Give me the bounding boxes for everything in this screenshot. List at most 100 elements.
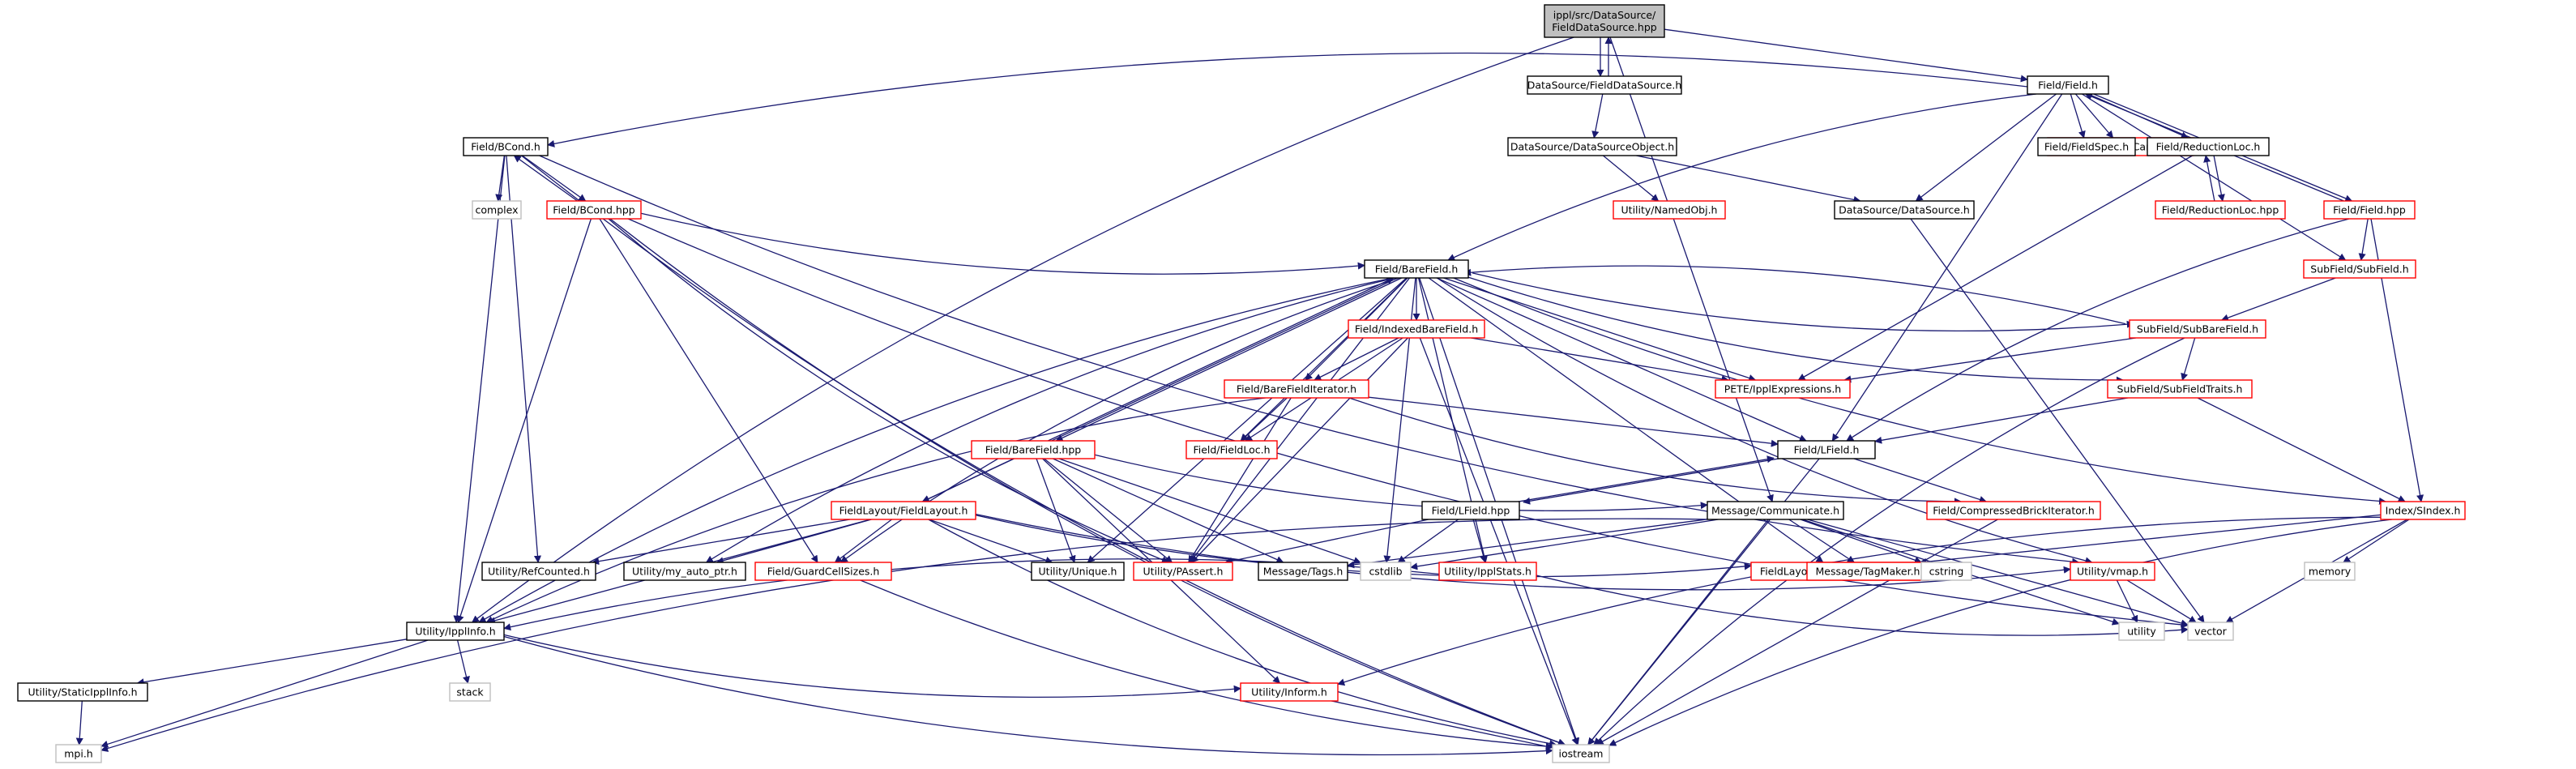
node-cstdlib[interactable]: cstdlib [1360,562,1412,581]
edge-communicate-to-iostream [1587,519,1769,746]
node-sindex[interactable]: Index/SIndex.h [2380,501,2466,520]
edge-vmap-to-vector [2126,579,2197,623]
node-vmap[interactable]: Utility/vmap.h [2070,562,2155,581]
node-bcond_h[interactable]: Field/BCond.h [463,137,549,156]
edge-lfield_hpp-to-cstdlib [1397,519,1459,563]
node-box [1527,75,1682,95]
node-communicate[interactable]: Message/Communicate.h [1707,501,1844,520]
node-label: cstdlib [1369,566,1402,578]
node-barefield_hpp[interactable]: Field/BareField.hpp [971,440,1096,459]
node-iostream[interactable]: iostream [1552,744,1610,763]
node-complex[interactable]: complex [472,200,522,220]
node-label: ippl/src/DataSource/ [1553,9,1656,21]
edge-bcond_h-to-ipplinfo [453,155,506,623]
edge-barefield_h-to-ipplexpr [1443,277,1757,382]
node-staticinfo[interactable]: Utility/StaticIpplInfo.h [17,682,148,702]
node-ds_fds_h[interactable]: DataSource/FieldDataSource.h [1527,75,1682,95]
edge-ipplinfo-to-mpi [100,639,429,748]
edge-barefield_h-to-subtraits [1467,276,2124,384]
node-namedobj[interactable]: Utility/NamedObj.h [1613,200,1726,220]
node-redloc_hpp[interactable]: Field/ReductionLoc.hpp [2155,200,2286,220]
node-tagmaker[interactable]: Message/TagMaker.h [1806,562,1929,581]
edge-barefield_h-to-lfield_h [1436,277,1807,442]
node-label: Utility/vmap.h [2077,566,2148,578]
node-label: SubField/SubField.h [2310,263,2408,276]
edge-ds_dso_h-to-namedobj [1602,155,1660,202]
node-fieldlayout[interactable]: FieldLayout/FieldLayout.h [831,501,976,520]
node-box [55,744,102,763]
node-box [1920,562,1972,581]
node-bcond_hpp[interactable]: Field/BCond.hpp [546,200,642,220]
edge-barefield_hpp-to-fieldlayout [921,458,1015,502]
edge-field_hpp-to-subfield_h [2358,218,2369,261]
edge-ipplinfo-to-iostream [503,635,1553,756]
node-indexedbare[interactable]: Field/IndexedBareField.h [1348,319,1485,339]
node-fieldspec[interactable]: Field/FieldSpec.h [2037,137,2136,156]
node-fieldloc[interactable]: Field/FieldLoc.h [1185,440,1278,459]
node-vector[interactable]: vector [2187,622,2234,641]
edge-subbare-to-iostream [1593,337,2185,746]
node-box [1421,501,1520,520]
node-subfield_h[interactable]: SubField/SubField.h [2303,259,2416,279]
node-compbrick[interactable]: Field/CompressedBrickIterator.h [1926,501,2101,520]
node-label: Utility/my_auto_ptr.h [632,566,737,578]
node-subtraits[interactable]: SubField/SubFieldTraits.h [2107,379,2253,399]
node-label: Index/SIndex.h [2386,505,2461,517]
node-tags[interactable]: Message/Tags.h [1258,562,1348,581]
edge-sindex-to-memory [2343,519,2410,563]
node-box [831,501,976,520]
node-guardcell[interactable]: Field/GuardCellSizes.h [754,562,892,581]
edge-barefield_h-to-ipplinfo [478,277,1393,623]
node-utility[interactable]: utility [2118,622,2165,641]
edge-communicate-to-cstdlib [1410,519,1719,570]
node-unique[interactable]: Utility/Unique.h [1031,562,1125,581]
edge-barefield_h-to-sindex [1453,277,2387,505]
node-label: Field/ReductionLoc.h [2156,141,2261,153]
node-passert[interactable]: Utility/PAssert.h [1133,562,1233,581]
node-ds_dso_h[interactable]: DataSource/DataSourceObject.h [1507,137,1677,156]
edge-ipplinfo-to-staticinfo [136,639,408,686]
node-box [1507,137,1677,156]
node-box [546,200,642,220]
node-ipplstats[interactable]: Utility/IpplStats.h [1438,562,1537,581]
node-ipplinfo[interactable]: Utility/IpplInfo.h [406,622,505,641]
node-myautoptr[interactable]: Utility/my_auto_ptr.h [623,562,746,581]
node-field_hpp[interactable]: Field/Field.hpp [2323,200,2416,220]
node-box [2118,622,2165,641]
edge-communicate-to-tags [1347,519,1708,569]
edge-lfield_hpp-to-lfield_h [1514,455,1775,503]
node-lfield_h[interactable]: Field/LField.h [1777,440,1876,459]
edge-compbrick-to-iostream [1596,519,1998,746]
edge-subbare-to-barefield_h [1463,265,2126,325]
node-ipplexpr[interactable]: PETE/IpplExpressions.h [1715,379,1851,399]
node-mpi[interactable]: mpi.h [55,744,102,763]
node-box [449,682,491,702]
edge-barefield_hpp-to-barefield_h [1048,277,1395,442]
edge-inform-to-iostream [1331,700,1553,750]
node-inform[interactable]: Utility/Inform.h [1240,682,1339,702]
edge-field_h-to-fieldspec [2070,93,2086,139]
node-ds_ds_h[interactable]: DataSource/DataSource.h [1834,200,1975,220]
edge-subbare-to-ipplexpr [1843,337,2136,383]
node-box [1715,379,1851,399]
node-cstring[interactable]: cstring [1920,562,1972,581]
node-bareiter[interactable]: Field/BareFieldIterator.h [1224,379,1369,399]
edge-barefield_h-to-passert [1189,277,1411,563]
node-memory[interactable]: memory [2304,562,2356,581]
node-lfield_hpp[interactable]: Field/LField.hpp [1421,501,1520,520]
node-label: DataSource/FieldDataSource.h [1527,79,1682,92]
node-box [754,562,892,581]
edge-ds_ds_h-to-vector [1910,218,2205,623]
node-box [2107,379,2253,399]
node-stack[interactable]: stack [449,682,491,702]
node-field_h[interactable]: Field/Field.h [2027,75,2109,95]
node-barefield_h[interactable]: Field/BareField.h [1364,259,1469,279]
node-root[interactable]: ippl/src/DataSource/FieldDataSource.hpp [1544,4,1665,38]
node-refcounted[interactable]: Utility/RefCounted.h [481,562,596,581]
node-redloc_h[interactable]: Field/ReductionLoc.h [2147,137,2270,156]
edge-subtraits-to-sindex [2197,397,2406,502]
node-subbare[interactable]: SubField/SubBareField.h [2129,319,2266,339]
node-label: SubField/SubFieldTraits.h [2117,383,2243,395]
edge-field_hpp-to-lfield_h [1846,218,2350,442]
